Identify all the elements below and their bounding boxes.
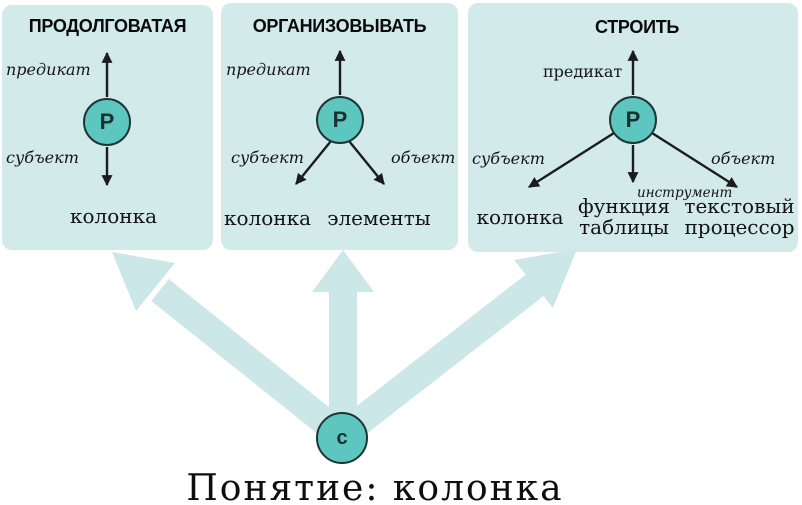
p2-predicate-label: предикат [226, 60, 311, 79]
p1-predicate-label: предикат [6, 60, 91, 79]
p1-subject-label: субъект [6, 148, 79, 167]
p1-subject-word: колонка [69, 204, 158, 228]
concept-caption: Понятие: колонка [186, 468, 564, 505]
p1-predicate-node: P [83, 98, 131, 146]
concept-link-left [112, 252, 343, 440]
concept-link-middle [312, 250, 374, 432]
p2-subject-word: колонка [223, 206, 312, 230]
p3-predicate-label: предикат [543, 62, 623, 81]
p3-subject-word: колонка [476, 205, 564, 229]
p2-predicate-node: P [316, 96, 364, 144]
concept-link-right [341, 249, 577, 441]
panel-1-title: ПРОДОЛГОВАТАЯ [28, 16, 187, 36]
p3-predicate-node: P [609, 96, 657, 144]
p2-object-label: объект [391, 148, 456, 167]
panel-2-title: ОРГАНИЗОВЫВАТЬ [252, 16, 427, 36]
panel-3-title: СТРОИТЬ [594, 17, 680, 37]
concept-node: c [316, 412, 368, 464]
p3-instrument-word: функция таблицы [577, 194, 671, 239]
p2-subject-label: субъект [231, 148, 304, 167]
p3-subject-label: субъект [472, 149, 545, 168]
p3-object-label: объект [711, 149, 776, 168]
p2-object-word: элементы [327, 206, 431, 230]
p3-instrument-label: инструмент [637, 185, 733, 201]
p3-object-word: текстовый процессор [684, 194, 795, 239]
